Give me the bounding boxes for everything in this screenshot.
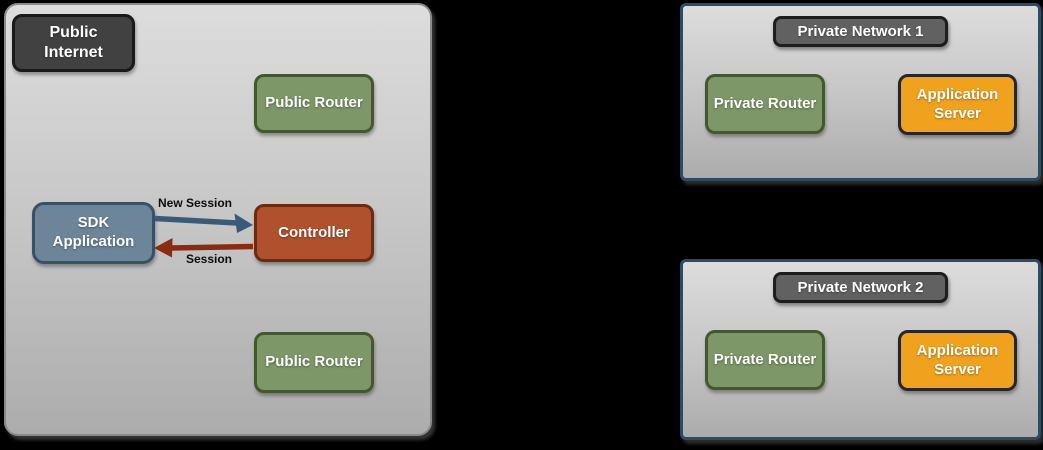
private-network-2-title: Private Network 2	[772, 272, 949, 303]
private-network-1-title: Private Network 1	[772, 16, 949, 47]
node-private-router-2: Private Router	[705, 330, 825, 390]
new-session-arrow	[154, 213, 253, 233]
public-internet-label: Public Internet	[12, 14, 135, 72]
new-session-arrow-label: New Session	[157, 196, 233, 210]
public-internet-zone: Public Internet Public Router SDK Applic…	[4, 3, 432, 436]
node-application-server-2: Application Server	[898, 330, 1017, 391]
node-private-router-1: Private Router	[705, 74, 825, 134]
node-public-router-bottom: Public Router	[254, 332, 374, 393]
node-controller: Controller	[254, 204, 374, 262]
private-network-1: Private Network 1 Private Router Applica…	[680, 3, 1041, 181]
session-arrow-label: Session	[185, 252, 233, 266]
private-network-2: Private Network 2 Private Router Applica…	[680, 259, 1041, 440]
node-public-router-top: Public Router	[254, 74, 374, 133]
node-sdk-application: SDK Application	[32, 202, 155, 264]
node-application-server-1: Application Server	[898, 74, 1017, 135]
